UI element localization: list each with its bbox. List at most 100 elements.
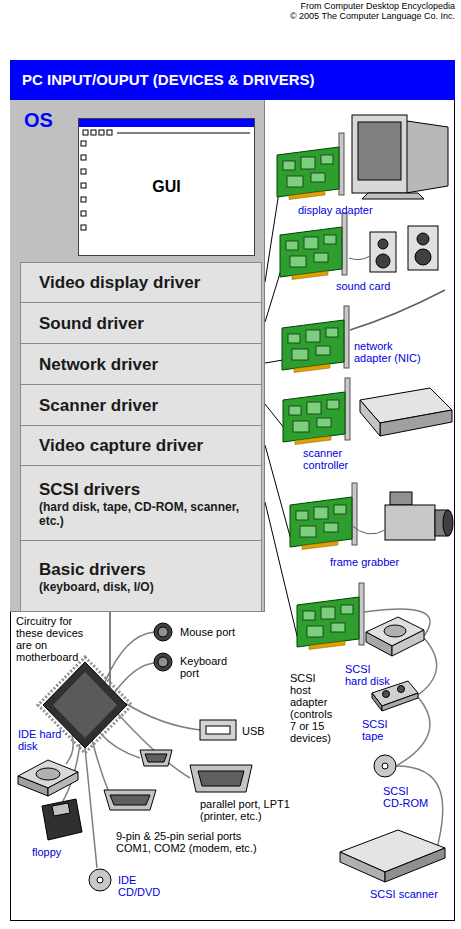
port-icons-part [104, 790, 156, 810]
window-title-bar [79, 119, 254, 127]
credit-text: From Computer Desktop Encyclopedia [250, 1, 455, 11]
scsi-hard-disk-icon-part [384, 625, 406, 637]
node-subtext: (keyboard, disk, I/O) [39, 580, 247, 594]
device-label: USB [242, 725, 272, 737]
port-icons-part [190, 765, 252, 792]
expansion-cards-part [282, 306, 349, 373]
node-heading: Scanner driver [39, 395, 247, 416]
toolbar-icon [91, 130, 96, 135]
title-bar: PC INPUT/OUPUT (DEVICES & DRIVERS) [10, 60, 455, 100]
port-icons [104, 623, 252, 810]
device-label: Mouse port [180, 626, 260, 638]
motherboard-wires-part [100, 733, 140, 758]
side-icon [81, 155, 86, 160]
speaker-icon-part [415, 249, 431, 265]
monitor-icon [352, 115, 448, 199]
driver-wires-part [265, 270, 281, 322]
motherboard-wires-part [85, 748, 97, 868]
camcorder-icon-part [443, 510, 453, 536]
speaker-icon-part [417, 233, 429, 245]
device-label: Keyboard port [180, 655, 230, 679]
side-icon [81, 197, 86, 202]
expansion-cards-part [283, 378, 350, 445]
speaker-icon-part [370, 232, 396, 272]
speaker-icon-part [376, 254, 390, 268]
device-label: SCSI hard disk [345, 663, 393, 687]
drive-icons-part [36, 768, 60, 780]
speaker-icon-part [408, 226, 438, 270]
side-icon [81, 141, 86, 146]
camcorder-icon-part [385, 505, 435, 540]
port-icons-part [198, 771, 244, 786]
driver-box: Video display driver [20, 262, 262, 303]
scsi-cable-part [418, 638, 437, 695]
title-text: PC INPUT/OUPUT (DEVICES & DRIVERS) [10, 60, 455, 100]
device-label: SCSI CD-ROM [383, 785, 431, 809]
scanner-icon [360, 388, 452, 436]
scsi-cable-part [396, 697, 430, 766]
speaker-icon [349, 226, 438, 272]
motherboard-wires-part [92, 740, 108, 790]
drive-icons-part [97, 877, 103, 883]
side-icon [81, 169, 86, 174]
port-icons-part [206, 726, 230, 734]
expansion-cards-part [280, 213, 347, 280]
port-icons-part [158, 657, 168, 667]
scanner-icon-part [360, 400, 380, 436]
drive-icons-part [42, 799, 82, 840]
node-heading: SCSI drivers [39, 479, 247, 500]
driver-wires-part [110, 612, 111, 687]
driver-box: Network driver [20, 343, 262, 385]
device-label: scanner controller [303, 447, 371, 471]
scsi-hard-disk-icon [366, 617, 424, 656]
node-heading: Video capture driver [39, 435, 247, 456]
scsi-cdrom-icon [374, 755, 396, 777]
scsi-tape-icon-part [383, 691, 390, 698]
port-icons-part [158, 627, 168, 637]
camcorder-icon [351, 492, 453, 540]
port-icons-part [154, 623, 172, 641]
port-icons-part [154, 653, 172, 671]
device-label: frame grabber [330, 556, 420, 568]
expansion-cards-part [297, 583, 364, 650]
node-heading: GUI [152, 177, 180, 197]
device-label: 9-pin & 25-pin serial ports COM1, COM2 (… [116, 830, 261, 854]
device-label: display adapter [298, 204, 388, 216]
device-label: SCSI tape [362, 718, 402, 742]
toolbar-icon [83, 130, 88, 135]
scanner-icon-part [380, 410, 452, 436]
port-icons-part [145, 754, 167, 762]
device-label: IDE hard disk [18, 728, 68, 752]
driver-box: Video capture driver [20, 425, 262, 466]
driver-wires-part [265, 360, 283, 363]
side-icon [81, 225, 86, 230]
driver-box: SCSI drivers(hard disk, tape, CD-ROM, sc… [20, 465, 262, 541]
speaker-icon-part [349, 256, 370, 260]
monitor-icon-part [362, 193, 424, 199]
device-label: network adapter (NIC) [354, 340, 429, 364]
toolbar-line [117, 133, 250, 134]
camcorder-icon-part [390, 492, 412, 505]
device-label: floppy [32, 846, 82, 858]
toolbar-icon [107, 130, 112, 135]
speaker-icon-part [378, 239, 388, 249]
port-icons-part [140, 750, 172, 766]
motherboard-wires-part [115, 663, 154, 692]
device-label: IDE CD/DVD [118, 874, 163, 898]
outer-frame [11, 61, 455, 921]
scsi-scanner-icon [340, 830, 445, 882]
node-subtext: (hard disk, tape, CD-ROM, scanner, etc.) [39, 500, 247, 528]
expansion-cards-part [277, 133, 344, 200]
os-panel: OSGUIVideo display driverSound driverNet… [10, 100, 265, 612]
node-heading: Network driver [39, 354, 247, 375]
toolbar-icon [99, 130, 104, 135]
driver-box: Scanner driver [20, 384, 262, 426]
monitor-icon-part [352, 115, 407, 193]
motherboard-wires-part [125, 703, 200, 730]
port-icons-part [110, 795, 150, 805]
side-icon [81, 211, 86, 216]
port-icons-part [200, 720, 236, 740]
scsi-scanner-icon-part [385, 848, 445, 882]
scsi-scanner-icon-part [340, 852, 385, 882]
